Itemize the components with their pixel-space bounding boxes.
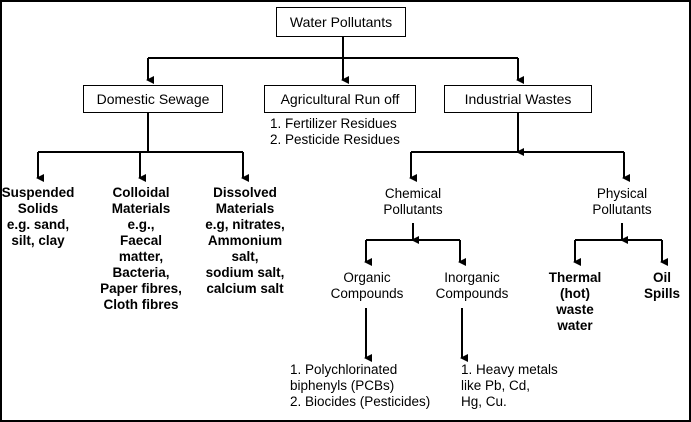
node-oil-spills: Oil Spills	[643, 270, 680, 301]
node-domestic-sewage: Domestic Sewage	[83, 85, 223, 113]
node-colloidal-materials: Colloidal Materials e.g., Faecal matter,…	[100, 185, 182, 312]
root-node-water-pollutants: Water Pollutants	[276, 7, 406, 37]
node-dissolved-materials: Dissolved Materials e.g, nitrates, Ammon…	[205, 185, 285, 296]
node-inorganic-compounds: Inorganic Compounds	[435, 270, 509, 301]
inorganic-compound-items: 1. Heavy metals like Pb, Cd, Hg, Cu.	[461, 362, 558, 409]
node-organic-compounds: Organic Compounds	[330, 270, 404, 301]
node-thermal-waste-water: Thermal (hot) waste water	[548, 270, 602, 333]
node-physical-pollutants: Physical Pollutants	[592, 186, 652, 217]
node-suspended-solids: Suspended Solids e.g. sand, silt, clay	[1, 185, 75, 248]
organic-compound-items: 1. Polychlorinated biphenyls (PCBs) 2. B…	[290, 362, 431, 409]
node-industrial-wastes: Industrial Wastes	[444, 85, 592, 113]
agricultural-items: 1. Fertilizer Residues 2. Pesticide Resi…	[270, 116, 400, 147]
node-chemical-pollutants: Chemical Pollutants	[383, 186, 443, 217]
node-agricultural-run-off: Agricultural Run off	[264, 85, 416, 113]
